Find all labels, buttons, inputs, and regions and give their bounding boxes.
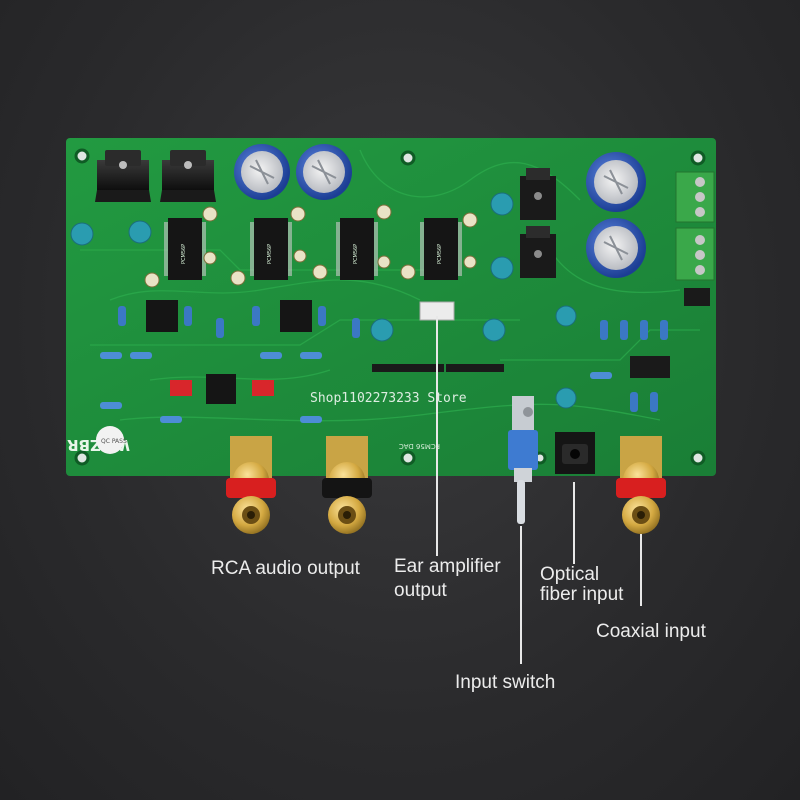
rca-jack-left: [226, 436, 276, 534]
coaxial-leader-line: [640, 534, 642, 606]
dac-chip-4-label: PCM56P: [437, 244, 443, 264]
optical-leader-line: [573, 482, 575, 564]
dac-chip-3-label: PCM56P: [353, 244, 359, 264]
smd-ic: [630, 356, 670, 378]
rca-output-label: RCA audio output: [211, 558, 360, 579]
capacitor-large-3: [586, 152, 646, 212]
capacitor-large-2: [296, 144, 352, 200]
capacitor-large-4: [586, 218, 646, 278]
optical-label-line1: Optical: [540, 564, 600, 585]
ear-amp-label-line2: output: [394, 580, 447, 601]
ear-amp-leader-line: [436, 316, 438, 556]
resistor-rows-horizontal: [100, 352, 612, 423]
terminal-block-lower: [675, 227, 715, 281]
voltage-regulator-2: [520, 226, 556, 278]
dac-chip-2-label: PCM56P: [267, 244, 273, 264]
silkscreen-model: PCM56 DAC: [399, 442, 440, 450]
heatsink-left: [95, 150, 151, 202]
tiny-capacitors: [144, 204, 478, 288]
resistors: [118, 306, 668, 412]
small-capacitors: [70, 192, 577, 409]
input-switch-label: Input switch: [455, 672, 556, 693]
header-pins: [372, 364, 504, 372]
optical-label-line2: fiber input: [540, 584, 624, 605]
rca-jack-coaxial: [616, 436, 666, 534]
dac-chip-1-label: PCM56P: [181, 244, 187, 264]
voltage-regulator-1: [520, 168, 556, 220]
input-toggle-switch: [508, 396, 538, 524]
opamp-chip-3: [206, 374, 236, 404]
rca-jack-middle: [322, 436, 372, 534]
film-cap-right: [252, 380, 274, 396]
opamp-chip-1: [146, 300, 178, 332]
dac-chip-3: PCM56P: [340, 218, 374, 280]
opamp-chip-2: [280, 300, 312, 332]
dac-chip-2: PCM56P: [254, 218, 288, 280]
dac-chip-1: PCM56P: [168, 218, 202, 280]
ear-amp-label-line1: Ear amplifier: [394, 556, 501, 577]
coaxial-label: Coaxial input: [596, 621, 706, 642]
optical-input-jack: [555, 432, 595, 474]
qc-pass-sticker: QC PASS: [96, 426, 127, 454]
input-switch-leader-line: [520, 526, 522, 664]
heatsink-right: [160, 150, 216, 202]
terminal-block-upper: [675, 171, 715, 223]
store-watermark: Shop1102273233 Store: [310, 391, 467, 406]
dac-chip-4: PCM56P: [424, 218, 458, 280]
film-cap-left: [170, 380, 192, 396]
pcb-board: PCM56P PCM56P PCM56P PCM56P: [66, 138, 716, 476]
qc-pass-text: QC PASS: [101, 438, 127, 445]
capacitor-large-1: [234, 144, 290, 200]
side-connector: [684, 288, 710, 306]
